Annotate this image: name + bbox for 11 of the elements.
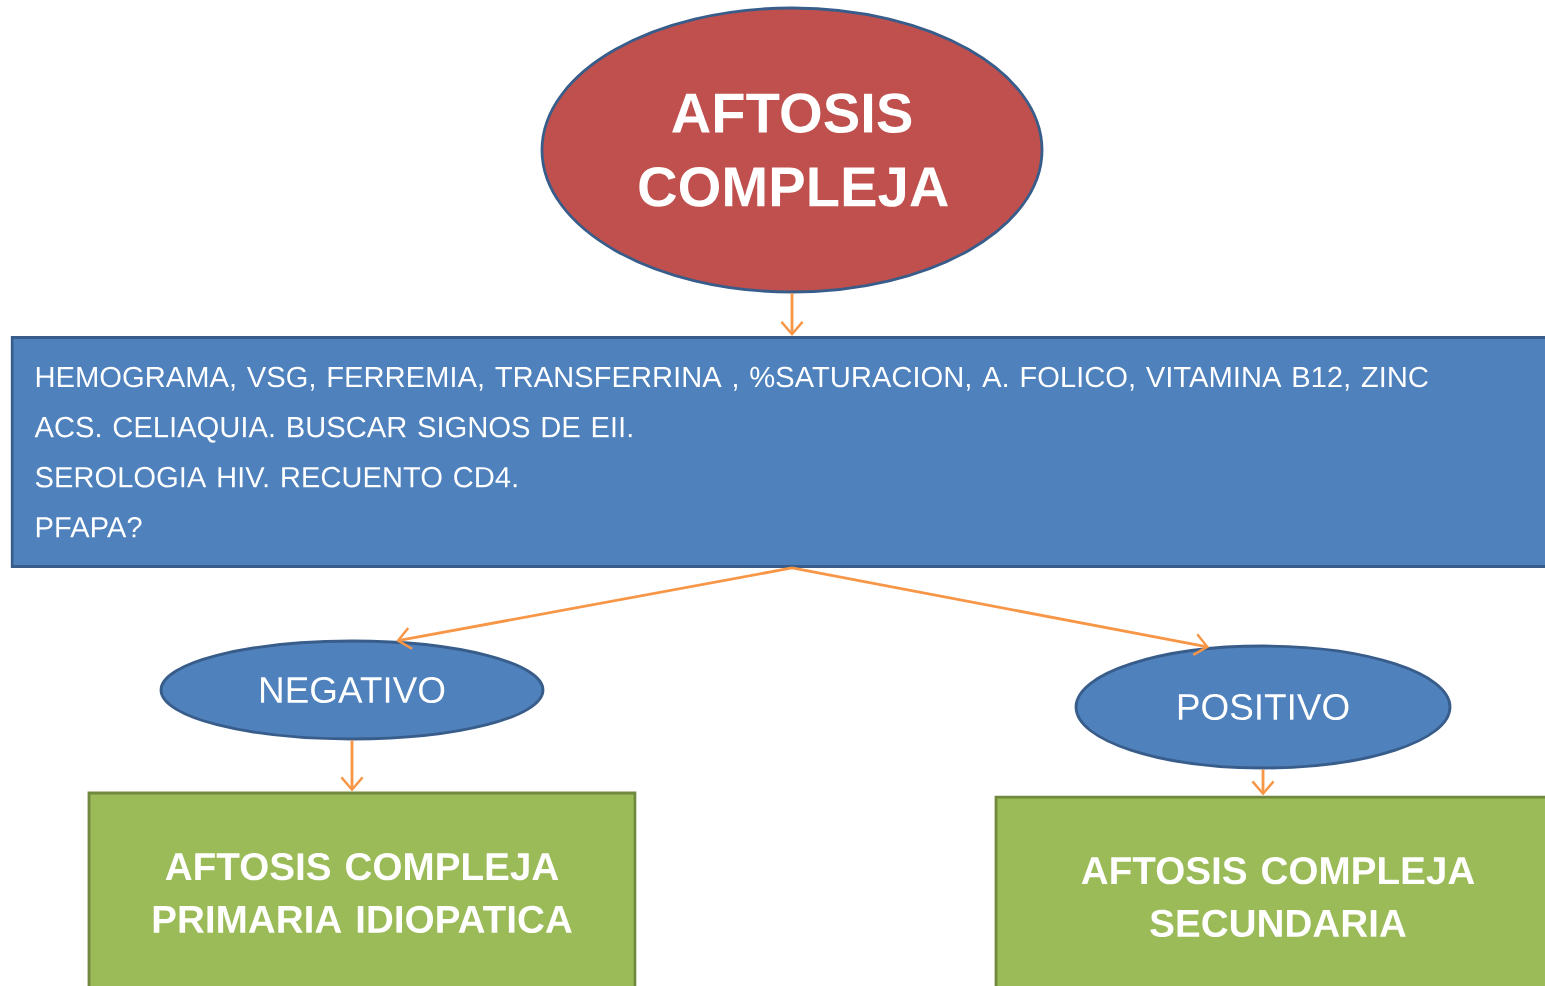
arrow xyxy=(791,566,1210,656)
result-box: AFTOSIS COMPLEJA SECUNDARIA xyxy=(994,795,1545,986)
result-box: AFTOSIS COMPLEJA PRIMARIA IDIOPATICA xyxy=(87,791,637,986)
arrow xyxy=(396,566,793,650)
process-box: HEMOGRAMA, VSG, FERREMIA, TRANSFERRINA , %SATURACION, A. FOLICO, VITAMINA B12, ZINC ACS. CELIAQUIA. BUSCAR SIGNOS DE EII. SEROLOGIA HIV. RECUENTO CD4. PFAPA? xyxy=(10,336,1545,568)
arrow xyxy=(780,293,804,337)
oval: POSITIVO xyxy=(1074,644,1452,770)
oval: AFTOSIS COMPLEJA xyxy=(540,6,1044,294)
arrow xyxy=(1251,769,1275,796)
oval: NEGATIVO xyxy=(159,639,545,741)
arrow xyxy=(340,740,364,792)
